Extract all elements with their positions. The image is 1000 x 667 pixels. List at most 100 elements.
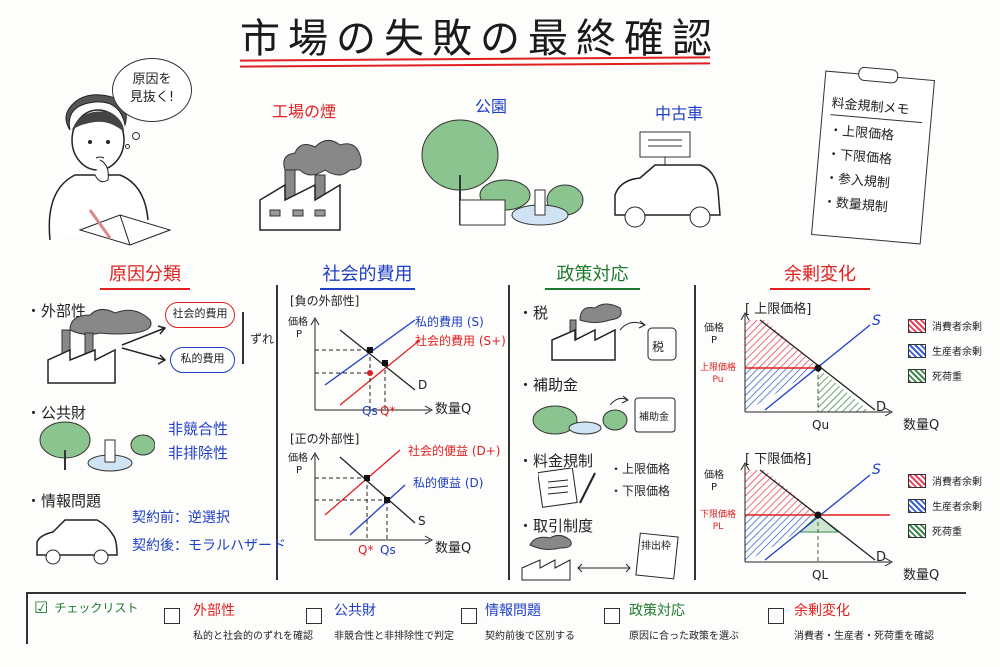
price-ceiling-text: 上限価格 [700, 363, 737, 373]
x-axis-label: 数量Q [903, 568, 940, 583]
checklist-title: チェックリスト [54, 601, 139, 615]
policy-tax-label: ・税 [518, 304, 549, 322]
checklist-item-desc: 消費者・生産者・死荷重を確認 [794, 631, 934, 642]
thought-line-1: 原因を [132, 72, 172, 87]
checkbox-policy[interactable] [604, 608, 620, 624]
price-floor-level-label: 下限価格 PL [700, 509, 736, 533]
checkbox-externality[interactable] [164, 608, 180, 624]
private-benefit-line-label: 私的便益 (D) [413, 476, 484, 490]
checklist-item-desc: 私的と社会的のずれを確認 [193, 631, 313, 642]
positive-externality-chart [310, 449, 434, 545]
price-floor-policy: ・下限価格 [610, 484, 671, 498]
private-cost-cloud: 私的費用 [170, 347, 235, 373]
legend-item: 生産者余剰 [908, 343, 982, 358]
divider [694, 285, 696, 580]
supply-label: S [872, 313, 881, 329]
arrows-icon [121, 325, 167, 365]
price-floor-chart [740, 461, 894, 567]
surplus-legend-floor: 消費者余剰 生産者余剰 死荷重 [908, 473, 982, 538]
non-excludable-label: 非排除性 [168, 444, 229, 462]
non-rival-label: 非競合性 [168, 420, 229, 438]
checklist-item-desc: 非競合性と非排除性で判定 [334, 631, 454, 642]
ql-label: QL [812, 568, 829, 582]
memo-title: 料金規制メモ [830, 92, 925, 124]
qs-label: Qs [362, 404, 378, 418]
divider [508, 285, 510, 580]
deadweight-loss-swatch [908, 368, 926, 383]
price-ceiling-chart [740, 311, 894, 417]
policy-subsidy-label: ・補助金 [518, 376, 579, 394]
student-illustration [48, 94, 172, 246]
checklist-header: ☑ チェックリスト [34, 598, 138, 617]
y-axis-label-symbol: P [710, 335, 718, 346]
price-ceiling-symbol: Pu [712, 375, 724, 385]
supply-label: S [418, 514, 426, 528]
checklist-item-title: 外部性 [193, 603, 235, 619]
clipboard-pen-icon [538, 468, 596, 508]
checklist-item-desc: 原因に合った政策を選ぶ [629, 631, 739, 642]
x-axis-label: 数量Q [903, 418, 940, 433]
y-axis-label: 価格 P [704, 323, 724, 347]
externality-label: ・外部性 [26, 302, 87, 320]
y-axis-label-text: 価格 [288, 453, 308, 464]
producer-surplus-swatch [908, 343, 926, 358]
deadweight-loss-swatch [908, 523, 926, 538]
negative-externality-title: [負の外部性] [290, 294, 360, 308]
social-cost-cloud: 社会的費用 [165, 302, 235, 328]
legend-label: 消費者余剰 [932, 322, 982, 333]
social-benefit-line-label: 社会的便益 (D+) [408, 444, 501, 458]
y-axis-label-text: 価格 [288, 317, 308, 328]
legend-label: 生産者余剰 [932, 347, 982, 358]
checklist-item-title: 政策対応 [629, 603, 685, 619]
y-axis-label-text: 価格 [704, 470, 724, 481]
y-axis-label-symbol: P [296, 329, 303, 340]
public-goods-label: ・公共財 [26, 404, 87, 422]
demand-label: D [418, 378, 428, 392]
policy-trading-label: ・取引制度 [518, 517, 594, 535]
heading-policy: 政策対応 [545, 260, 640, 290]
demand-label: D [876, 550, 887, 565]
checkbox-info-problem[interactable] [461, 608, 477, 624]
checklist-item-title: 情報問題 [485, 603, 541, 619]
tax-tag: 税 [652, 340, 665, 354]
legend-label: 消費者余剰 [932, 477, 982, 488]
legend-label: 死荷重 [932, 372, 962, 383]
y-axis-label-symbol: P [296, 465, 303, 476]
gap-label: ずれ [250, 332, 275, 346]
checkbox-public-goods[interactable] [306, 608, 322, 624]
used-car-icon [614, 131, 721, 228]
x-axis-label: 数量Q [435, 402, 472, 417]
thought-line-2: 見抜く! [129, 90, 175, 105]
y-axis-label: 価格 P [288, 453, 308, 477]
y-axis-label-symbol: P [710, 482, 718, 493]
thought-dot [125, 144, 130, 149]
price-floor-chart-title: [ 下限価格] [745, 452, 812, 467]
qu-label: Qu [812, 418, 830, 432]
emissions-trading-icon [521, 532, 679, 581]
subsidy-park-icon [532, 395, 676, 435]
checkbox-surplus[interactable] [768, 608, 784, 624]
checked-box-icon[interactable]: ☑ [34, 598, 49, 617]
thought-dot [132, 132, 140, 140]
price-floor-text: 下限価格 [700, 510, 737, 520]
legend-item: 死荷重 [908, 523, 982, 538]
qs-label: Qs [380, 543, 396, 557]
private-cost-line-label: 私的費用 (S) [415, 315, 484, 329]
surplus-legend-ceiling: 消費者余剰 生産者余剰 死荷重 [908, 318, 982, 383]
price-ceiling-level-label: 上限価格 Pu [700, 362, 736, 386]
legend-label: 生産者余剰 [932, 502, 982, 513]
factory-smoke-icon [259, 140, 362, 231]
price-ceiling-chart-title: [ 上限価格] [745, 302, 812, 317]
y-axis-label-text: 価格 [704, 323, 724, 334]
consumer-surplus-swatch [908, 318, 926, 333]
tax-factory-icon [551, 303, 677, 361]
price-floor-symbol: PL [712, 522, 724, 532]
checklist-item-title: 余剰変化 [794, 603, 850, 619]
demand-label: D [876, 400, 887, 415]
thought-bubble: 原因を 見抜く! [112, 58, 192, 122]
info-problem-label: ・情報問題 [26, 492, 102, 510]
scene-label-used-car: 中古車 [655, 104, 704, 123]
scene-label-factory: 工場の煙 [272, 102, 337, 121]
y-axis-label: 価格 P [704, 470, 724, 494]
positive-externality-title: [正の外部性] [290, 432, 360, 446]
